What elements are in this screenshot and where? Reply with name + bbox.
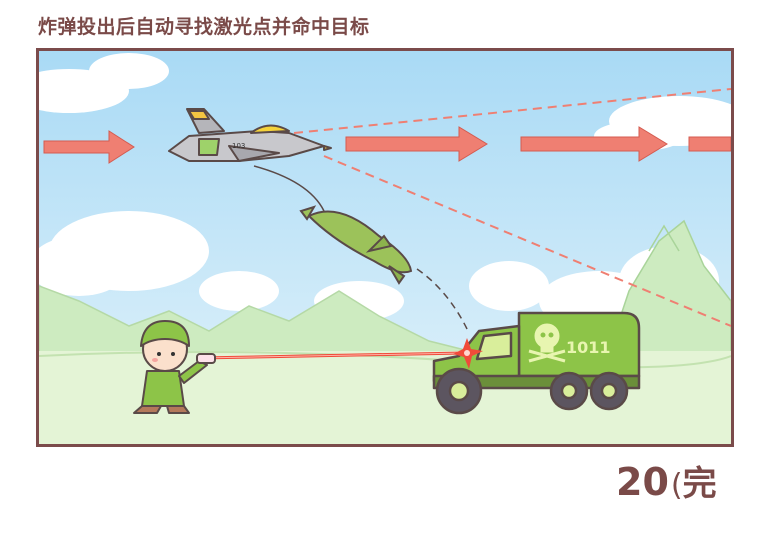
laser-beam [198, 351, 465, 360]
skull-icon [528, 323, 566, 363]
bomb-trajectory [253, 165, 470, 334]
laser-spark-icon [453, 338, 483, 369]
soldier-icon [133, 320, 216, 414]
jet-icon: 103 [168, 108, 332, 162]
page-paren: ( [670, 468, 683, 503]
page-number: 20(完 [616, 456, 717, 505]
flight-arrow-icon [43, 126, 731, 164]
comic-panel: 103 [36, 48, 734, 447]
guidance-lines [293, 88, 731, 327]
bomb-icon [299, 205, 413, 285]
plane-number: 103 [232, 142, 245, 150]
truck-number: 1011 [566, 338, 611, 357]
comic-scene: 103 [39, 51, 731, 444]
page-number-value: 20 [616, 460, 669, 504]
end-mark: 完 [682, 464, 717, 504]
panel-caption: 炸弹投出后自动寻找激光点并命中目标 [38, 16, 370, 38]
